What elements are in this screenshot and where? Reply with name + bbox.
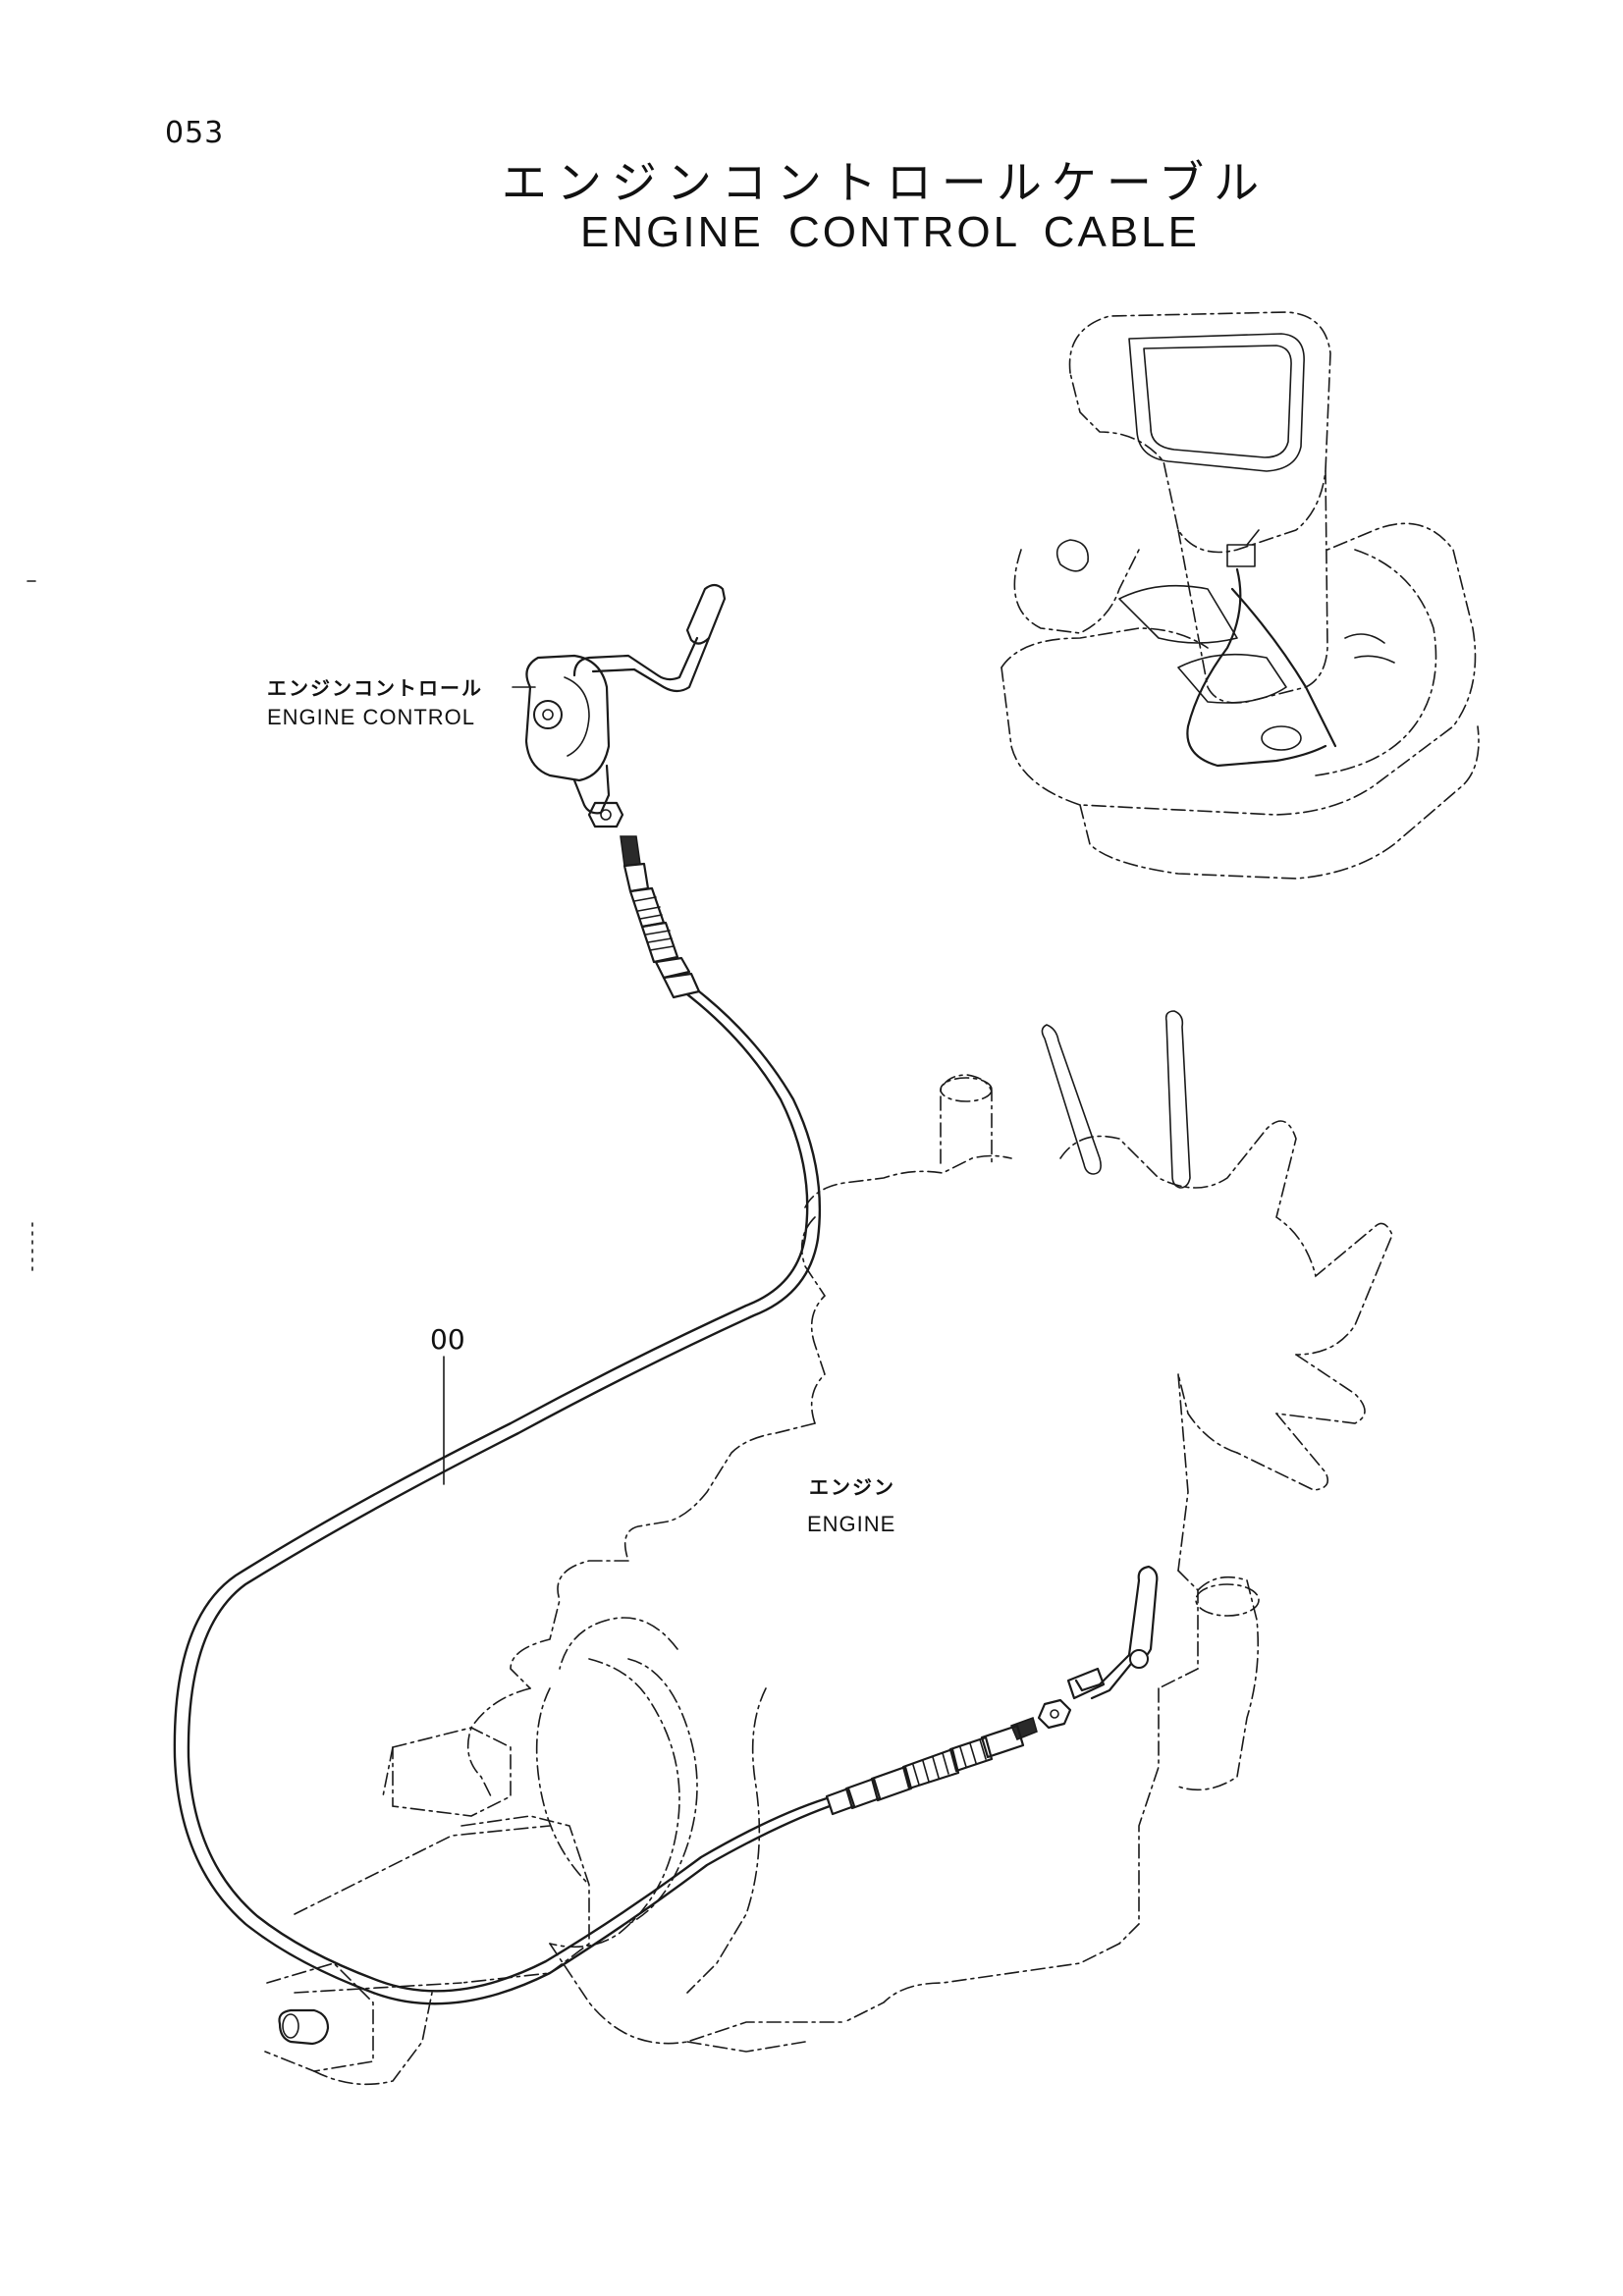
engine-label-en: ENGINE bbox=[807, 1512, 896, 1536]
engine-control-label-jp: エンジンコントロール bbox=[267, 676, 483, 700]
page-number: 053 bbox=[165, 116, 225, 150]
page-title-japanese: エンジンコントロールケーブル bbox=[501, 156, 1270, 209]
machine-overview-inset bbox=[1001, 311, 1480, 880]
engine-control-label-en: ENGINE CONTROL bbox=[267, 705, 476, 729]
governor-lever-assembly bbox=[1037, 1565, 1159, 1730]
page-title-english: ENGINE CONTROL CABLE bbox=[580, 208, 1200, 256]
engine-label-jp: エンジン bbox=[809, 1475, 895, 1499]
engine-control-lever bbox=[524, 583, 727, 828]
engine-outline bbox=[264, 1010, 1393, 2086]
engine-control-cable bbox=[173, 989, 832, 2005]
cable-part-number: 00 bbox=[430, 1323, 465, 1356]
upper-cable-end-fitting bbox=[620, 835, 701, 999]
lower-cable-end-fitting bbox=[825, 1717, 1038, 1816]
